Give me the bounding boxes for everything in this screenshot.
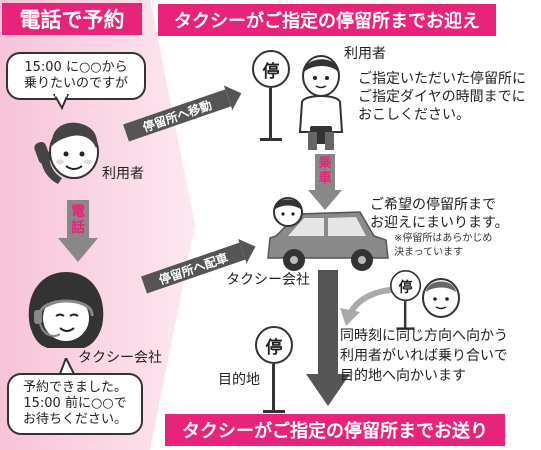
operator-woman-icon xyxy=(28,272,104,348)
reply-bubble-line-1: 予約できました。 xyxy=(22,380,127,395)
waiting-note-line-2: ご指定ダイヤの時間までに xyxy=(358,89,526,105)
pickup-note: ご希望の停留所まで お迎えにまいります。 xyxy=(370,196,509,232)
stop-note: ※停留所はあらかじめ 決まっています xyxy=(394,232,492,260)
top-header: タクシーがご指定の停留所までお迎え xyxy=(158,4,496,36)
left-header: 電話で予約 xyxy=(2,3,142,35)
shared-note-line-3: 目的地へ向かいます xyxy=(340,368,466,384)
shared-note-line-1: 同時刻に同じ方向へ向かう xyxy=(340,328,508,344)
reply-speech-bubble: 予約できました。 15:00 前に○○で お待ちください。 xyxy=(7,373,143,435)
shared-ride-note: 同時刻に同じ方向へ向かう 利用者がいれば乗り合いで 目的地へ向かいます xyxy=(340,326,508,386)
stop-note-line-2: 決まっています xyxy=(394,247,464,258)
board-arrow-label: 乗車 xyxy=(318,156,332,186)
caller-label: 利用者 xyxy=(102,166,144,182)
reply-bubble-line-3: お待ちください。 xyxy=(22,412,127,427)
caller-bubble-line-2: 乗りたいのですが xyxy=(23,76,128,91)
caller-bubble-tail xyxy=(52,94,70,110)
pickup-note-line-2: お迎えにまいります。 xyxy=(370,215,509,231)
phone-down-arrow xyxy=(58,200,98,262)
waiting-note-line-1: ご指定いただいた停留所に xyxy=(358,71,526,87)
waiting-user-label: 利用者 xyxy=(344,46,386,62)
stop-sign-disk: 停 xyxy=(252,50,290,88)
pickup-note-line-1: ご希望の停留所まで xyxy=(370,197,496,213)
reply-bubble-line-2: 15:00 前に○○で xyxy=(23,396,127,411)
taxi-label: タクシー会社 xyxy=(226,272,310,288)
bottom-header: タクシーがご指定の停留所までお送り xyxy=(165,414,505,446)
waiting-man-icon xyxy=(298,55,344,150)
stop-sign-disk-destination: 停 xyxy=(255,326,293,364)
taxi-car-icon xyxy=(267,197,389,271)
destination-label: 目的地 xyxy=(218,372,260,388)
route-down-arrow xyxy=(306,270,350,406)
boarding-down-arrow xyxy=(308,154,342,210)
stop-sign-disk-right: 停 xyxy=(390,270,422,302)
caller-speech-bubble: 15:00 に○○から 乗りたいのですが xyxy=(6,52,146,100)
phone-arrow-label: 電話 xyxy=(71,204,85,236)
stop-note-line-1: ※停留所はあらかじめ xyxy=(394,233,493,244)
caller-man-icon xyxy=(34,122,99,184)
other-passenger-icon xyxy=(422,278,460,318)
waiting-note-line-3: おこしください。 xyxy=(358,107,470,123)
caller-bubble-line-1: 15:00 に○○から xyxy=(24,60,128,75)
waiting-note: ご指定いただいた停留所に ご指定ダイヤの時間までに おこしください。 xyxy=(358,70,526,124)
operator-label: タクシー会社 xyxy=(78,350,162,366)
shared-note-line-2: 利用者がいれば乗り合いで xyxy=(340,348,508,364)
